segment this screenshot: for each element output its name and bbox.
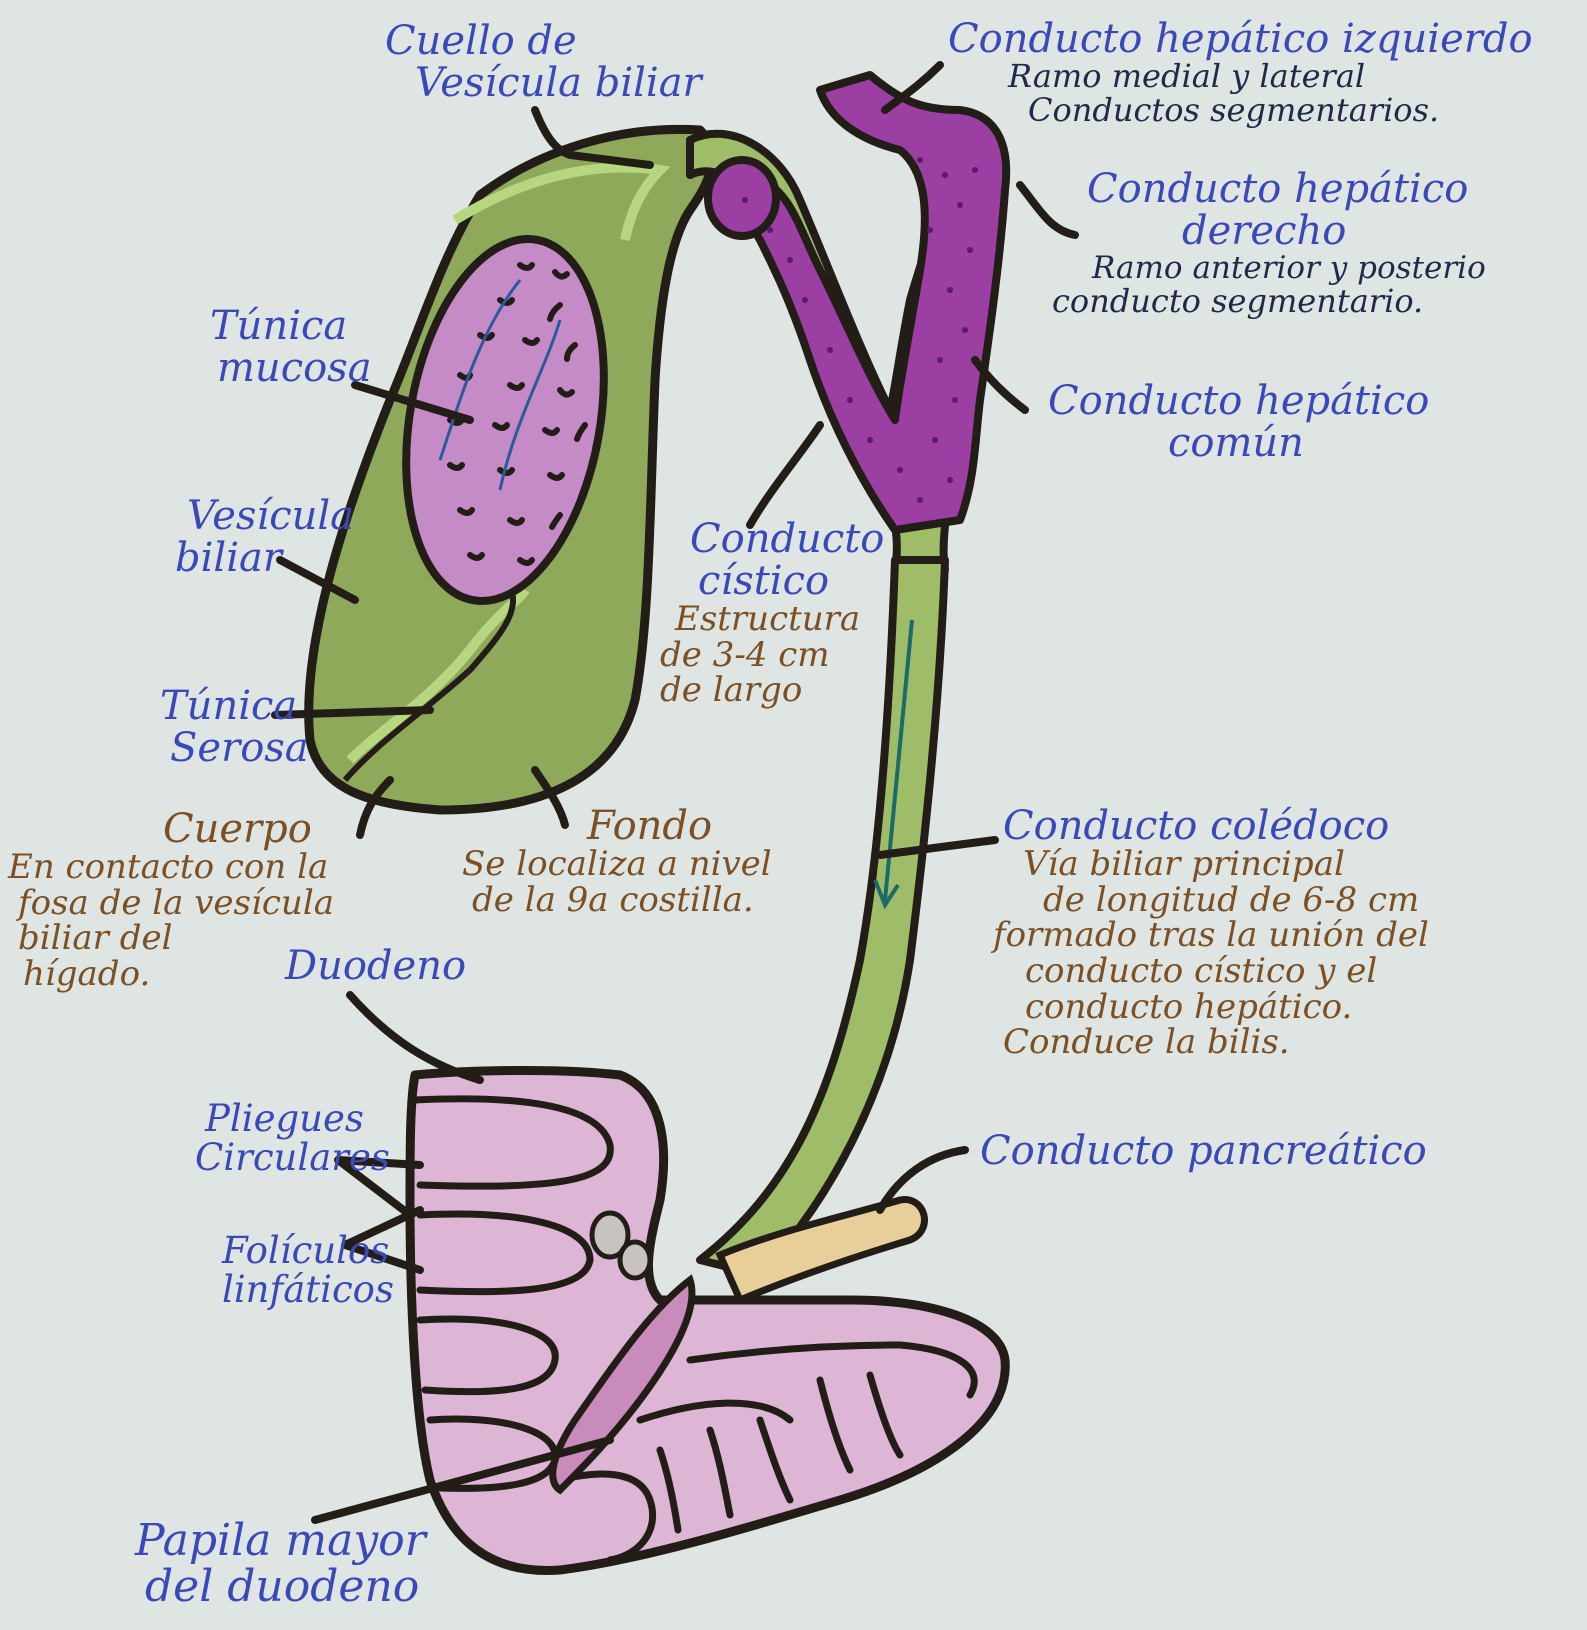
label-desc-line: fosa de la vesícula [8, 886, 334, 922]
label-tunica-serosa: Túnica Serosa [150, 685, 309, 769]
label-desc-line: conducto cístico y el [1003, 954, 1429, 990]
label-desc-line: Vía biliar principal [1003, 847, 1429, 883]
label-desc-line: de largo [660, 673, 884, 709]
label-line: Túnica [150, 685, 309, 727]
label-title: cístico [690, 560, 884, 602]
label-line: biliar [175, 537, 354, 579]
label-line: Circulares [195, 1139, 390, 1178]
label-line: Vesícula [175, 495, 354, 537]
label-desc-line: Conduce la bilis. [1003, 1025, 1429, 1061]
label-line: Serosa [150, 727, 309, 769]
label-coledoco: Conducto colédoco Vía biliar principal d… [1003, 805, 1429, 1061]
label-title: Conducto colédoco [1003, 805, 1429, 847]
label-desc-line: conducto segmentario. [1052, 285, 1486, 319]
label-desc-line: de 3-4 cm [660, 638, 884, 674]
label-desc-line: de longitud de 6-8 cm [1003, 883, 1429, 919]
label-desc-line: formado tras la unión del [993, 918, 1429, 954]
label-pliegues-circulares: Pliegues Circulares [195, 1100, 390, 1178]
label-desc-line: Conductos segmentarios. [948, 94, 1533, 128]
label-tunica-mucosa: Túnica mucosa [195, 305, 372, 389]
label-cuello-vesicula: Cuello de Vesícula biliar [385, 20, 702, 104]
label-line: común [1048, 422, 1429, 464]
label-desc-line: conducto hepático. [1003, 990, 1429, 1026]
label-duodeno: Duodeno [285, 945, 466, 987]
label-conducto-pancreatico: Conducto pancreático [980, 1130, 1427, 1172]
label-desc-line: de la 9a costilla. [462, 883, 772, 919]
label-fondo: Fondo Se localiza a nivel de la 9a costi… [462, 805, 772, 918]
label-foliculos-linfaticos: Folículos linfáticos [222, 1232, 394, 1310]
label-line: Pliegues [195, 1100, 390, 1139]
label-hepatico-izquierdo: Conducto hepático izquierdo Ramo medial … [948, 18, 1533, 127]
label-line: Cuello de [385, 20, 702, 62]
label-line: Papila mayor [135, 1518, 426, 1564]
leader-cistico [750, 425, 820, 525]
label-line: Túnica [195, 305, 372, 347]
label-line: Folículos [222, 1232, 394, 1271]
left-hepatic-duct [743, 75, 1006, 530]
label-desc-line: En contacto con la [8, 850, 334, 886]
label-line: mucosa [195, 347, 372, 389]
label-title: Conducto hepático [1062, 168, 1486, 210]
cystic-neck [708, 160, 776, 236]
label-line: Vesícula biliar [385, 62, 702, 104]
label-line: del duodeno [135, 1564, 426, 1610]
label-title: Fondo [462, 805, 772, 847]
label-desc-line: Estructura [675, 602, 884, 638]
label-conducto-cistico: Conducto cístico Estructura de 3-4 cm de… [690, 518, 884, 709]
label-papila-mayor: Papila mayor del duodeno [135, 1518, 426, 1610]
label-hepatico-comun: Conducto hepático común [1048, 380, 1429, 464]
label-desc-line: Se localiza a nivel [462, 847, 772, 883]
label-title: Conducto [690, 518, 884, 560]
label-desc-line: Ramo anterior y posterio [1062, 252, 1486, 285]
label-title: Conducto hepático izquierdo [948, 18, 1533, 60]
label-vesicula-biliar: Vesícula biliar [175, 495, 354, 579]
label-line: linfáticos [222, 1271, 394, 1310]
label-title: derecho [1062, 210, 1486, 252]
label-line: Conducto hepático [1048, 380, 1429, 422]
label-desc-line: Ramo medial y lateral [948, 60, 1533, 94]
label-title: Cuerpo [8, 808, 334, 850]
leader-duodeno [350, 995, 480, 1080]
label-hepatico-derecho: Conducto hepático derecho Ramo anterior … [1062, 168, 1486, 318]
